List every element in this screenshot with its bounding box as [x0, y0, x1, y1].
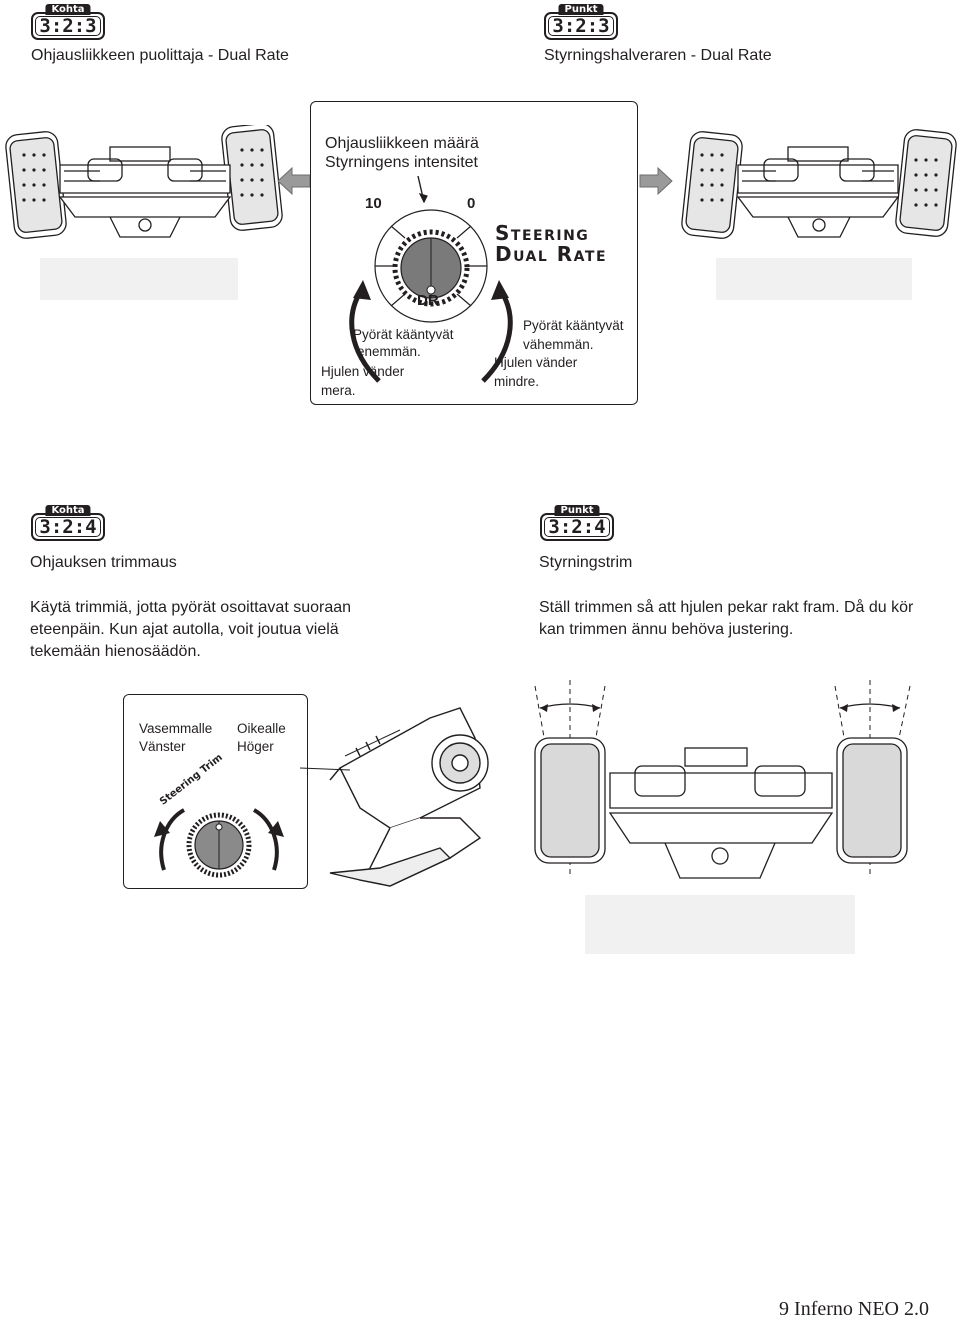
- section-title-fi: Ohjauksen trimmaus: [30, 554, 177, 571]
- right-text-fi-1: Pyörät kääntyvät: [523, 318, 624, 333]
- right-text-sv-2: mindre.: [494, 374, 540, 389]
- section-badge-fi-324: 3:2:4 Kohta: [31, 505, 105, 541]
- left-label-fi: Vasemmalle: [139, 721, 213, 736]
- paragraph-line: Ställ trimmen så att hjulen pekar rakt f…: [539, 599, 914, 616]
- paragraph-fi: Käytä trimmiä, jotta pyörät osoittavat s…: [30, 597, 450, 663]
- scale-min-label: 0: [467, 195, 476, 212]
- steering-title: Steering: [495, 221, 590, 245]
- scale-max-label: 10: [365, 195, 382, 212]
- left-label-sv: Vänster: [139, 739, 186, 754]
- right-text-sv-1: Hjulen vänder: [494, 355, 578, 370]
- badge-number: 3:2:4: [540, 513, 614, 541]
- paragraph-line: kan trimmen ännu behöva justering.: [539, 621, 794, 638]
- right-label-sv: Höger: [237, 739, 274, 754]
- section-title-sv: Styrningstrim: [539, 554, 633, 571]
- left-text-sv-2: mera.: [321, 383, 356, 398]
- badge-tab: Punkt: [558, 4, 604, 15]
- left-text-sv-1: Hjulen vänder: [321, 364, 405, 379]
- badge-number: 3:2:3: [544, 12, 618, 40]
- section-badge-sv-323: 3:2:3 Punkt: [544, 4, 618, 40]
- arrow-left-icon: [277, 166, 311, 196]
- caption-placeholder-bottom: [585, 895, 855, 954]
- knob-label: DR: [417, 292, 439, 309]
- badge-tab: Punkt: [554, 505, 600, 516]
- diagram-heading-sv: Styrningens intensitet: [325, 154, 478, 171]
- right-label-fi: Oikealle: [237, 721, 286, 736]
- badge-number: 3:2:4: [31, 513, 105, 541]
- left-text-fi-2: enemmän.: [357, 344, 421, 359]
- badge-tab: Kohta: [45, 505, 91, 516]
- dual-rate-title: Dual Rate: [495, 242, 608, 266]
- section-badge-fi-323: 3:2:3 Kohta: [31, 4, 105, 40]
- section-title-sv: Styrningshalveraren - Dual Rate: [544, 47, 772, 64]
- car-front-illustration-left: [5, 125, 283, 239]
- dual-rate-knob-illustration: [349, 176, 513, 383]
- section-badge-sv-324: 3:2:4 Punkt: [540, 505, 614, 541]
- caption-placeholder-left: [40, 258, 238, 300]
- badge-number: 3:2:3: [31, 12, 105, 40]
- left-text-fi-1: Pyörät kääntyvät: [353, 327, 454, 342]
- arrow-right-icon: [639, 166, 673, 196]
- badge-tab: Kohta: [45, 4, 91, 15]
- paragraph-sv: Ställ trimmen så att hjulen pekar rakt f…: [539, 597, 949, 641]
- right-text-fi-2: vähemmän.: [523, 337, 594, 352]
- paragraph-line: Käytä trimmiä, jotta pyörät osoittavat s…: [30, 599, 352, 616]
- transmitter-illustration: [300, 707, 489, 887]
- steering-trim-diagram: Vasemmalle Vänster Oikealle Höger Steeri…: [123, 694, 308, 889]
- caption-placeholder-right: [716, 258, 912, 300]
- steering-trim-dial: [154, 808, 284, 878]
- paragraph-line: eteenpäin. Kun ajat autolla, voit joutua…: [30, 621, 339, 638]
- section-title-fi: Ohjausliikkeen puolittaja - Dual Rate: [31, 47, 289, 64]
- car-front-illustration-right: [681, 129, 957, 239]
- paragraph-line: tekemään hienosäädön.: [30, 643, 201, 660]
- car-front-illustration-trim: [534, 680, 911, 879]
- diagram-heading-fi: Ohjausliikkeen määrä: [325, 135, 479, 152]
- dual-rate-diagram: Ohjausliikkeen määrä Styrningens intensi…: [310, 101, 638, 405]
- page-footer: 9 Inferno NEO 2.0: [779, 1298, 929, 1320]
